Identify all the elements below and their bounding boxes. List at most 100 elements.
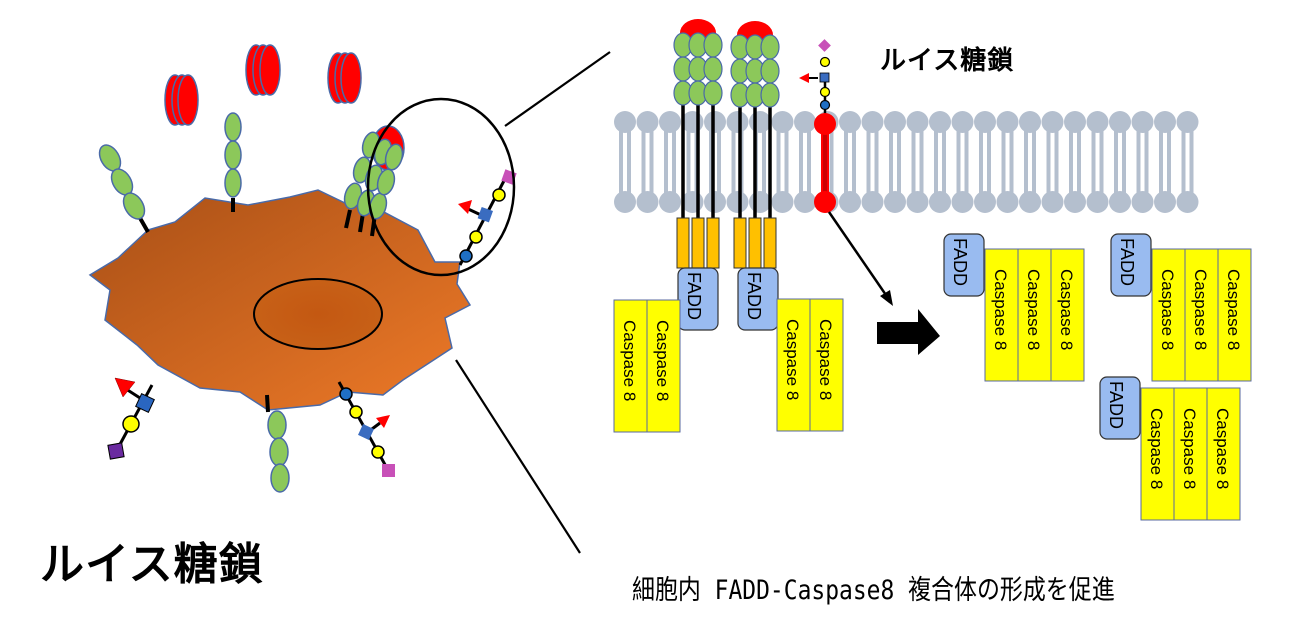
fadd: FADD (1099, 376, 1141, 440)
lipid (929, 111, 951, 213)
death-domain (676, 217, 690, 269)
cell-overview (88, 44, 611, 554)
lipid (1041, 111, 1064, 213)
lipid (681, 111, 704, 213)
receptor-domain (703, 80, 723, 106)
fadd-label: FADD (744, 272, 764, 320)
caspase-label: Caspase 8 (1057, 269, 1076, 350)
fadd-label: FADD (950, 238, 970, 286)
signal-arrow (827, 211, 893, 306)
receptor-trimer (673, 19, 723, 269)
death-domain (691, 217, 705, 269)
lipid (726, 111, 749, 213)
fadd: FADD (677, 267, 719, 331)
caspase-box (1017, 248, 1052, 382)
receptor-domain (760, 58, 780, 84)
receptor-domain (760, 82, 780, 108)
caspase-label: Caspase 8 (1191, 269, 1210, 350)
caspase-8: Caspase 8 (1173, 387, 1208, 521)
ligand-trimer (245, 44, 281, 96)
fadd-box (1099, 376, 1141, 440)
lipid (951, 111, 974, 213)
caspase-box (984, 248, 1019, 382)
lewis-glycan-circle (458, 169, 517, 266)
zoom-line-bottom (455, 359, 581, 554)
caspase-box (776, 298, 811, 432)
caspase-8: Caspase 8 (1151, 248, 1186, 382)
receptor-domain (760, 34, 780, 60)
receptor-trimer (730, 21, 780, 269)
caspase-box (1050, 248, 1085, 382)
caspase-8: Caspase 8 (984, 248, 1019, 382)
lipid (659, 111, 681, 213)
caspase-box (1173, 387, 1208, 521)
lipid (906, 111, 929, 213)
lewis-glycan-bottom-left (107, 377, 155, 460)
intracellular-complex: FADD Caspase 8 Caspase 8 Caspase 8 (1099, 376, 1241, 521)
lipid (749, 111, 771, 213)
receptor-monomer-bottom (265, 394, 290, 493)
death-domain (748, 217, 762, 269)
lipid (771, 111, 794, 213)
fadd-box (677, 267, 719, 331)
caspase-label: Caspase 8 (653, 320, 672, 401)
zoom-line-top (504, 51, 611, 127)
caspase-8: Caspase 8 (776, 298, 811, 432)
lipid-bilayer (614, 111, 1199, 213)
lipid (974, 111, 996, 213)
block-arrow (877, 309, 940, 355)
fadd-box (1110, 233, 1152, 297)
lewis-glycan-title: ルイス糖鎖 (40, 539, 264, 590)
caption: 細胞内 FADD-Caspase8 複合体の形成を促進 (632, 575, 1115, 606)
lipid (1154, 111, 1176, 213)
caspase-label: Caspase 8 (1158, 269, 1177, 350)
caspase-8: Caspase 8 (1050, 248, 1085, 382)
receptor-cluster (343, 125, 405, 237)
fadd: FADD (943, 233, 985, 297)
caspase-8: Caspase 8 (1017, 248, 1052, 382)
caspase-box (1206, 387, 1241, 521)
caspase-8: Caspase 8 (1140, 387, 1175, 521)
magnify-circle (366, 97, 516, 277)
caspase-box (646, 299, 681, 433)
fadd-box (943, 233, 985, 297)
caspase-label: Caspase 8 (783, 319, 802, 400)
ligand-trimer (327, 52, 362, 104)
fadd: FADD (1110, 233, 1152, 297)
caspase-label: Caspase 8 (1147, 408, 1166, 489)
membrane-complex: FADD Caspase 8 Caspase 8 (613, 267, 719, 433)
caspase-8: Caspase 8 (613, 299, 648, 433)
lipid (1064, 111, 1086, 213)
lewis-glycan-label: ルイス糖鎖 (880, 46, 1015, 76)
lipid (1019, 111, 1041, 213)
receptor-domain (703, 56, 723, 82)
intracellular-complex: FADD Caspase 8 Caspase 8 Caspase 8 (1110, 233, 1252, 382)
lewis-glycan-bottom-right (337, 381, 395, 477)
lipid (614, 111, 636, 213)
lipid (861, 111, 884, 213)
lipid (1086, 111, 1109, 213)
caspase-label: Caspase 8 (1213, 408, 1232, 489)
caspase-box (809, 298, 844, 432)
death-domain (763, 217, 777, 269)
caspase-label: Caspase 8 (1224, 269, 1243, 350)
lipid (1176, 111, 1199, 213)
caspase-label: Caspase 8 (1180, 408, 1199, 489)
caspase-8: Caspase 8 (1206, 387, 1241, 521)
fadd-label: FADD (684, 272, 704, 320)
caspase-8: Caspase 8 (1184, 248, 1219, 382)
nucleus (253, 278, 383, 350)
fadd: FADD (737, 267, 779, 331)
caspase-8: Caspase 8 (646, 299, 681, 433)
caspase-box (1217, 248, 1252, 382)
fadd-label: FADD (1117, 238, 1137, 286)
caspase-label: Caspase 8 (816, 319, 835, 400)
death-domain (706, 217, 720, 269)
receptor-domain (703, 32, 723, 58)
receptor-trimers (673, 19, 780, 269)
lipid (884, 111, 906, 213)
membrane-complex: FADD Caspase 8 Caspase 8 (737, 267, 844, 432)
